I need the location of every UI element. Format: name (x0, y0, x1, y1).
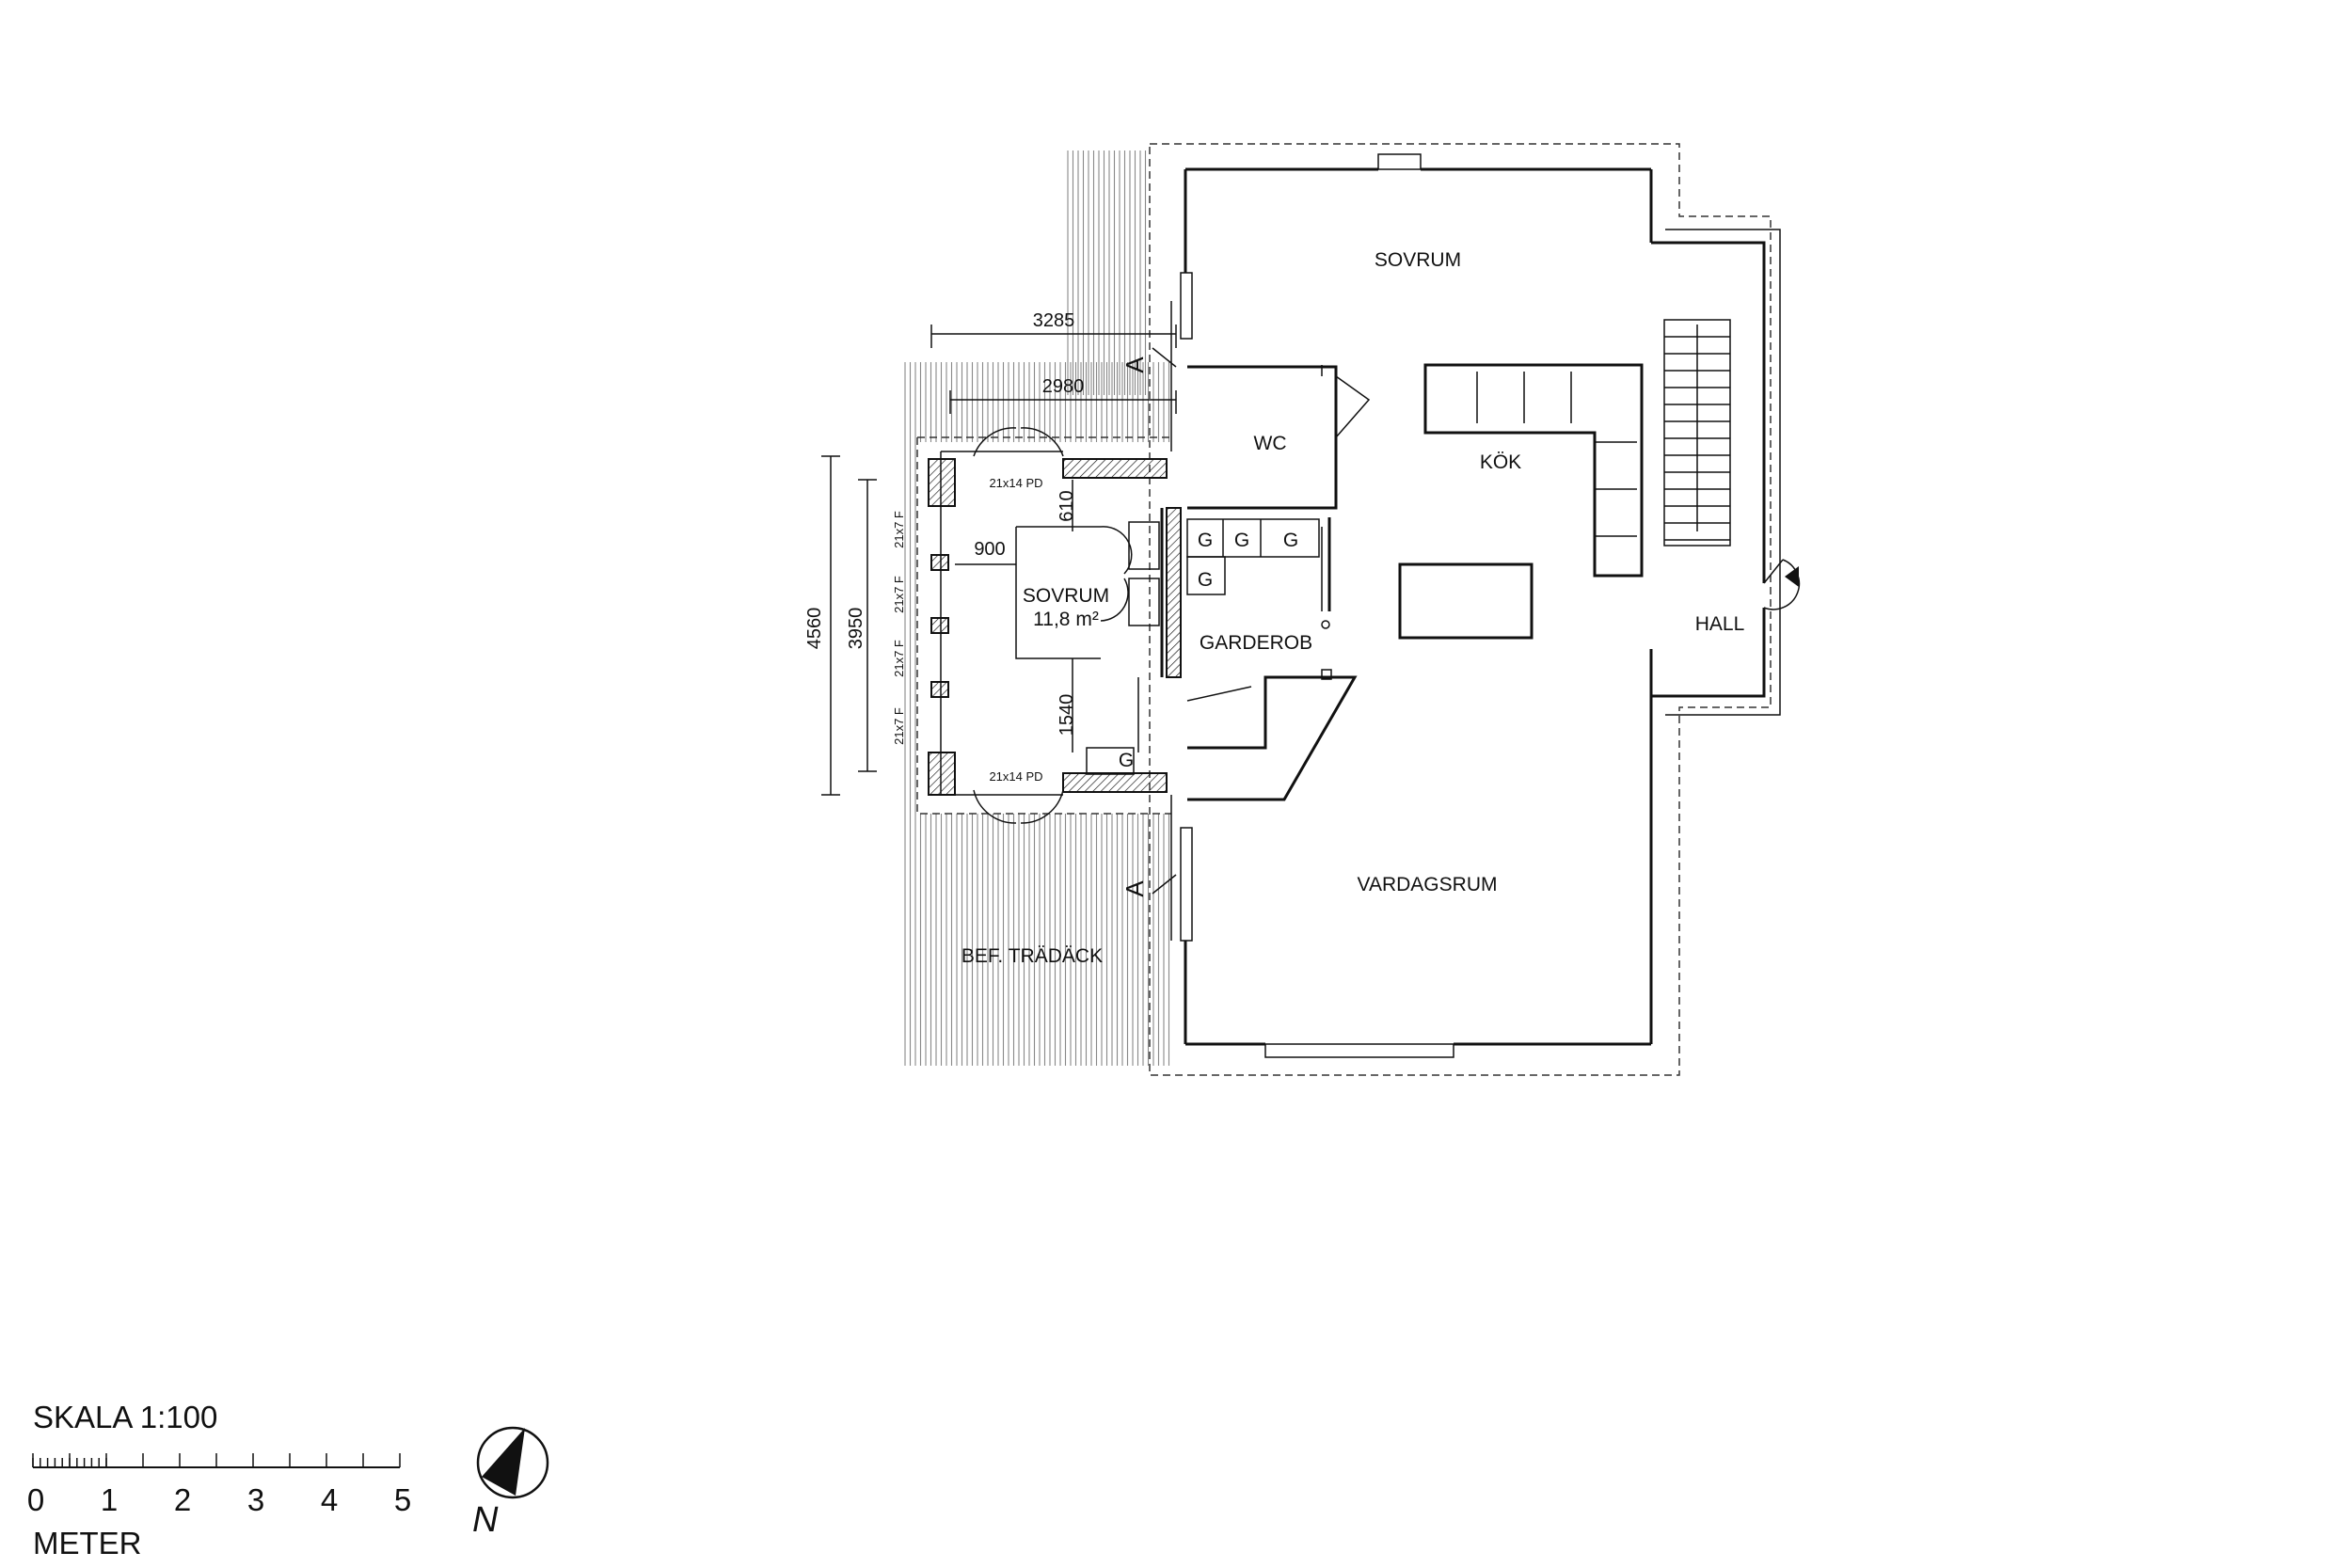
scale-bar: SKALA 1:100 0 1 2 3 4 5 METER (27, 1400, 411, 1560)
room-labels: SOVRUM WC KÖK SOVRUM 11,8 m² GARDEROB HA… (961, 249, 1744, 967)
room-sovrum-small: SOVRUM (1023, 585, 1109, 607)
dim-3285: 3285 (1033, 310, 1075, 331)
scale-tick-3: 3 (247, 1482, 264, 1517)
section-mark-bottom: A (1120, 880, 1149, 897)
dim-3950: 3950 (846, 608, 866, 650)
window-bottom-label: 21x14 PD (989, 769, 1042, 784)
room-sovrum-main: SOVRUM (1375, 249, 1461, 271)
dimension-lines (821, 325, 1177, 895)
wardrobe-mark-3: G (1283, 530, 1298, 551)
window-side-label-1: 21x7 F (892, 511, 906, 548)
dim-900: 900 (974, 539, 1005, 560)
room-sovrum-small-area: 11,8 m² (1033, 609, 1099, 630)
extension (916, 301, 1182, 941)
scale-tick-5: 5 (394, 1482, 411, 1517)
window-labels: 21x14 PD 21x14 PD 21x7 F 21x7 F 21x7 F 2… (892, 476, 1043, 784)
scale-ticks (32, 1453, 401, 1467)
entrance-arrow-icon (1785, 566, 1799, 587)
main-house (1149, 143, 1801, 1076)
section-marks: A A (1120, 356, 1149, 897)
section-mark-top: A (1120, 356, 1149, 373)
dim-2980: 2980 (1042, 376, 1085, 397)
room-wc: WC (1254, 433, 1287, 454)
dim-4560: 4560 (804, 608, 825, 650)
window-side-label-4: 21x7 F (892, 707, 906, 745)
dimension-texts: 3285 2980 900 610 1540 4560 3950 (804, 310, 1084, 736)
scale-title: SKALA 1:100 (33, 1400, 217, 1434)
wardrobe-mark-2: G (1234, 530, 1249, 551)
room-vardagsrum: VARDAGSRUM (1358, 874, 1498, 895)
window-side-label-2: 21x7 F (892, 576, 906, 613)
window-top-label: 21x14 PD (989, 476, 1042, 490)
window-side-label-3: 21x7 F (892, 640, 906, 677)
scale-tick-1: 1 (101, 1482, 118, 1517)
wardrobe-mark-1: G (1198, 530, 1213, 551)
wardrobe-mark-4: G (1198, 569, 1213, 591)
compass-label: N (472, 1500, 499, 1540)
scale-tick-0: 0 (27, 1482, 44, 1517)
room-kok: KÖK (1480, 451, 1521, 473)
scale-tick-2: 2 (174, 1482, 191, 1517)
compass-icon: N (472, 1426, 549, 1540)
dim-1540: 1540 (1057, 694, 1077, 736)
wardrobe-mark-5: G (1119, 750, 1134, 771)
room-hall: HALL (1695, 613, 1745, 635)
staircase (1664, 325, 1730, 541)
deck-boards (904, 150, 1170, 1066)
scale-unit: METER (33, 1526, 142, 1560)
room-deck: BEF. TRÄDÄCK (961, 945, 1103, 967)
dim-610: 610 (1057, 490, 1077, 521)
scale-tick-4: 4 (321, 1482, 338, 1517)
wardrobe-marks: G G G G G (1119, 530, 1298, 771)
room-garderob: GARDEROB (1200, 632, 1312, 654)
